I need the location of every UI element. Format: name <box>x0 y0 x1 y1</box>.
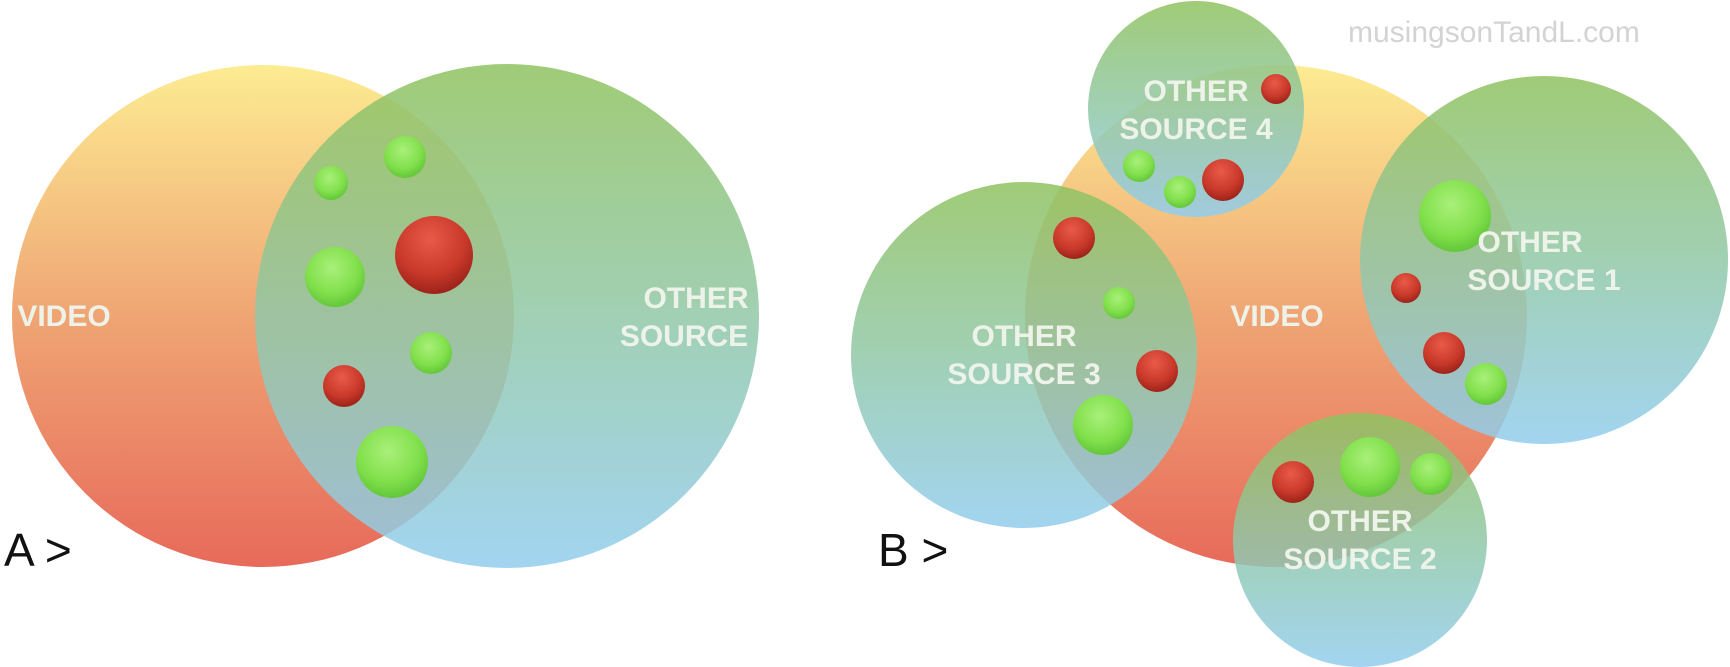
other-source-1-label-line1: OTHER <box>1478 226 1583 259</box>
other-source-circle <box>255 64 759 568</box>
green-dot <box>1465 363 1507 405</box>
green-dot <box>384 136 426 178</box>
green-dot <box>410 332 452 374</box>
other-source-3-label-line2: SOURCE 3 <box>947 358 1100 391</box>
video-label: VIDEO <box>1230 300 1323 333</box>
other-source-2-label-line2: SOURCE 2 <box>1283 543 1436 576</box>
green-dot <box>314 166 348 200</box>
red-dot <box>395 216 473 294</box>
green-dot <box>1164 176 1196 208</box>
red-dot <box>1261 74 1291 104</box>
red-dot <box>1391 273 1421 303</box>
other-source-4-label-line1: OTHER <box>1144 75 1249 108</box>
other-source-4-label-line2: SOURCE 4 <box>1119 113 1273 146</box>
green-dot <box>1410 453 1452 495</box>
red-dot <box>1202 159 1244 201</box>
panel-a-label: A > <box>4 524 72 576</box>
green-dot <box>1340 437 1400 497</box>
video-label: VIDEO <box>17 300 110 333</box>
other-source-4-circle <box>1088 1 1304 217</box>
other-source-1-label-line2: SOURCE 1 <box>1467 264 1620 297</box>
red-dot <box>1053 217 1095 259</box>
green-dot <box>1103 287 1135 319</box>
red-dot <box>1423 332 1465 374</box>
green-dot <box>1123 150 1155 182</box>
panel-b-label: B > <box>878 524 948 576</box>
other-source-1-circle <box>1360 76 1728 444</box>
other-source-3-label-line1: OTHER <box>972 320 1077 353</box>
green-dot <box>1419 180 1491 252</box>
other-source-label-line1: OTHER <box>644 282 749 315</box>
red-dot <box>323 365 365 407</box>
red-dot <box>1136 350 1178 392</box>
other-source-2-label-line1: OTHER <box>1308 505 1413 538</box>
green-dot <box>1073 395 1133 455</box>
panel-a: VIDEO OTHER SOURCE A > <box>4 64 759 576</box>
green-dot <box>305 247 365 307</box>
panel-b: VIDEO OTHER SOURCE 4 OTHER SOURCE 3 OTHE… <box>851 1 1728 667</box>
red-dot <box>1272 461 1314 503</box>
watermark: musingsonTandL.com <box>1348 16 1640 49</box>
green-dot <box>356 426 428 498</box>
other-source-label-line2: SOURCE <box>620 320 748 353</box>
